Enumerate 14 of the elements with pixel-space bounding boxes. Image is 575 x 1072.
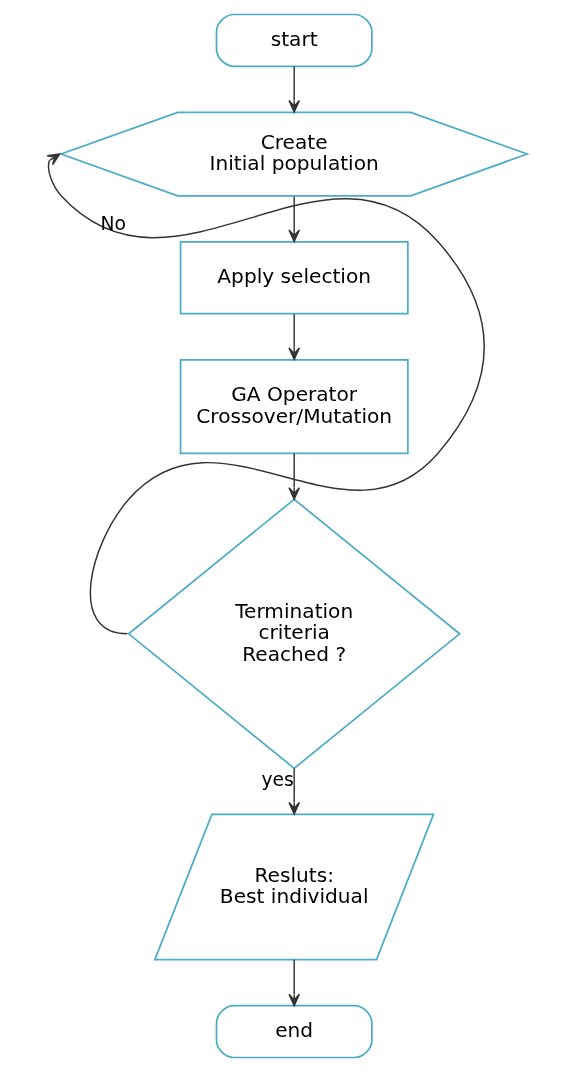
arrow (288, 452, 301, 500)
node-box: GA Operator Crossover/Mutation (179, 358, 409, 455)
arrow (288, 959, 301, 1007)
arrow (46, 153, 486, 635)
edge-label: No (100, 212, 126, 234)
node-box: Apply selection (179, 240, 409, 315)
node-diamond: Termination criteria Reached ? (127, 498, 461, 770)
node-box: start (215, 13, 373, 68)
arrow (288, 767, 301, 815)
node-box: end (215, 1004, 373, 1059)
arrow (288, 313, 301, 361)
edge-label: yes (261, 768, 294, 790)
arrow (288, 65, 301, 113)
arrow (288, 195, 301, 243)
